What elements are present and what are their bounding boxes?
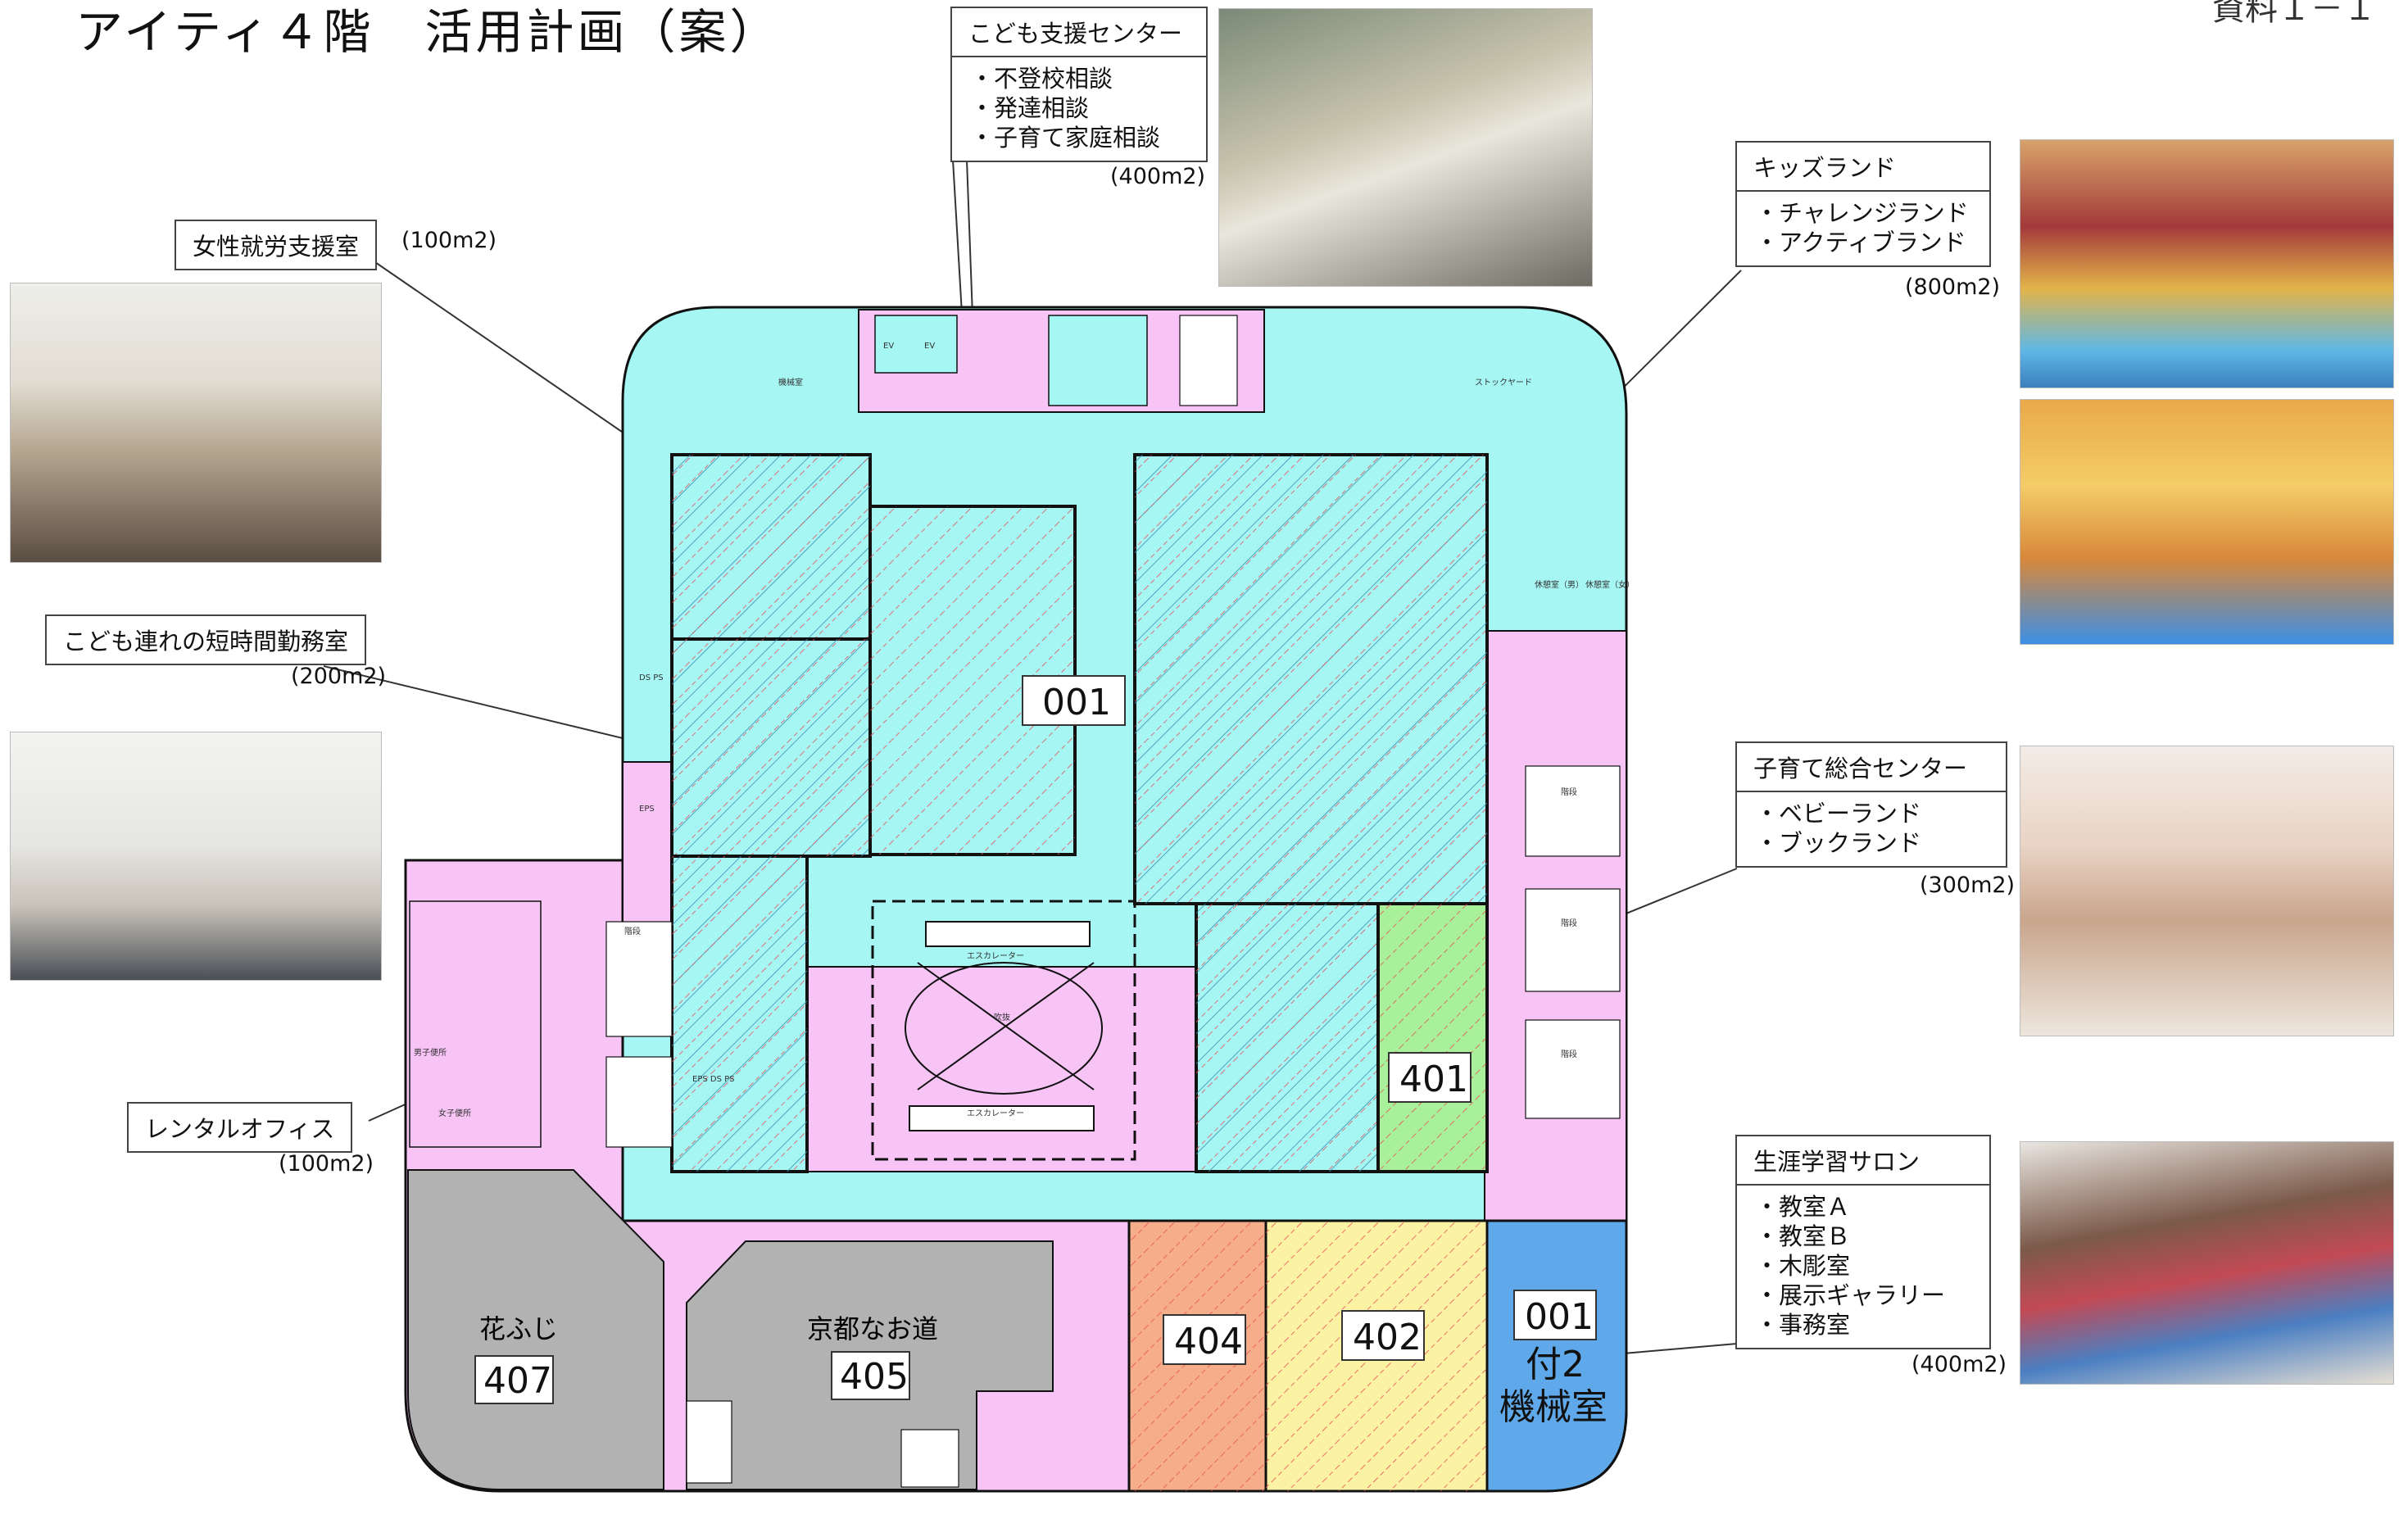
callout-kodomo-shien-item: ・子育て家庭相談 bbox=[970, 124, 1161, 152]
room-001-machine-number: 001 bbox=[1525, 1296, 1594, 1338]
hatched-rooms bbox=[670, 453, 1489, 1173]
photo-kosodate bbox=[2020, 746, 2394, 1036]
callout-shogai-area: (400m2) bbox=[1911, 1352, 2007, 1377]
callout-kosodate-name: 子育て総合センター bbox=[1737, 743, 2006, 792]
callout-shogai-item: ・教室Ｂ bbox=[1755, 1222, 1851, 1250]
room-001-machine bbox=[1485, 1219, 1628, 1493]
photo-kids-1 bbox=[2020, 139, 2394, 388]
label-eps: EPS bbox=[639, 805, 655, 814]
label-joshi: 女子便所 bbox=[438, 1108, 471, 1118]
callout-kodomo-shien-name: こども支援センター bbox=[952, 8, 1206, 57]
label-ev-1: EV bbox=[883, 342, 894, 351]
label-kyukei-f: 休憩室（女） bbox=[1585, 579, 1635, 590]
callout-rental-area: (100m2) bbox=[279, 1151, 374, 1177]
callout-shogai-item: ・展示ギャラリー bbox=[1755, 1281, 1946, 1309]
label-stockyard: ストックヤード bbox=[1475, 378, 1532, 388]
callout-kodomo-shien-item: ・不登校相談 bbox=[970, 65, 1113, 93]
label-ev-2: EV bbox=[924, 342, 935, 351]
document-reference: 資料１－１ bbox=[2212, 0, 2376, 28]
callout-shogai-name: 生涯学習サロン bbox=[1737, 1136, 1989, 1186]
callout-kodomozure-name: こども連れの短時間勤務室 bbox=[63, 628, 349, 655]
label-kyukei-m: 休憩室（男） bbox=[1535, 579, 1584, 590]
page-title: アイティ４階 活用計画（案） bbox=[75, 4, 781, 60]
callout-josei: 女性就労支援室 bbox=[175, 220, 378, 270]
callout-kodomo-shien-area: (400m2) bbox=[1110, 164, 1206, 189]
stairs bbox=[605, 315, 1621, 1488]
callout-kids-name: キッズランド bbox=[1737, 143, 1989, 192]
callout-kids-area: (800m2) bbox=[1905, 274, 2001, 300]
room-405-name: 京都なお道 bbox=[807, 1313, 938, 1344]
callout-kids-item: ・アクティブランド bbox=[1755, 229, 1966, 256]
escalator-void bbox=[871, 900, 1136, 1161]
label-escalator-bottom: エスカレーター bbox=[967, 1109, 1024, 1118]
callout-kodomo-shien: こども支援センター ・不登校相談 ・発達相談 ・子育て家庭相談 bbox=[950, 7, 1208, 162]
callout-shogai-item: ・木彫室 bbox=[1755, 1252, 1851, 1280]
callout-kosodate-area: (300m2) bbox=[1920, 873, 2016, 898]
callout-kosodate: 子育て総合センター ・ベビーランド ・ブックランド bbox=[1735, 741, 2007, 868]
callout-kosodate-item: ・ベビーランド bbox=[1755, 800, 1922, 827]
west-core bbox=[622, 761, 673, 927]
room-001-machine-line1: 付2 bbox=[1526, 1344, 1585, 1385]
room-407-name: 花ふじ bbox=[479, 1313, 558, 1344]
callout-josei-area: (100m2) bbox=[401, 228, 497, 253]
label-kaidan-2: 階段 bbox=[1561, 918, 1577, 928]
photo-kodomozure bbox=[10, 732, 382, 981]
room-001-number: 001 bbox=[1042, 682, 1111, 723]
room-402-number: 402 bbox=[1353, 1317, 1422, 1358]
callout-kids: キッズランド ・チャレンジランド ・アクティブランド bbox=[1735, 141, 1991, 267]
label-danshi: 男子便所 bbox=[414, 1047, 447, 1058]
callout-josei-name: 女性就労支援室 bbox=[193, 233, 360, 261]
photo-kodomo-shien bbox=[1218, 8, 1593, 287]
room-407 bbox=[407, 1169, 664, 1490]
callout-kodomozure-area: (200m2) bbox=[291, 664, 387, 689]
photo-josei bbox=[10, 283, 382, 563]
room-401-number: 401 bbox=[1399, 1059, 1468, 1100]
label-kaidan-3: 階段 bbox=[1561, 1049, 1577, 1059]
photo-kids-2 bbox=[2020, 399, 2394, 645]
callout-shogai-item: ・教室Ａ bbox=[1755, 1193, 1851, 1221]
room-001-machine-line2: 機械室 bbox=[1499, 1386, 1608, 1428]
callout-kodomo-shien-item: ・発達相談 bbox=[970, 94, 1090, 122]
callout-shogai: 生涯学習サロン ・教室Ａ ・教室Ｂ ・木彫室 ・展示ギャラリー ・事務室 bbox=[1735, 1135, 1991, 1349]
room-407-number: 407 bbox=[483, 1360, 552, 1402]
callout-rental-name: レンタルオフィス bbox=[145, 1115, 335, 1143]
callout-kosodate-item: ・ブックランド bbox=[1755, 829, 1922, 857]
callout-rental: レンタルオフィス bbox=[127, 1102, 353, 1153]
label-escalator-top: エスカレーター bbox=[967, 951, 1024, 961]
label-ds-ps: DS PS bbox=[639, 673, 664, 682]
label-kaidan-1: 階段 bbox=[1561, 787, 1577, 797]
central-hall bbox=[806, 966, 1197, 1172]
callout-kodomozure: こども連れの短時間勤務室 bbox=[45, 614, 367, 665]
label-eps-ds-ps: EPS DS PS bbox=[692, 1075, 734, 1084]
photo-shogai bbox=[2020, 1141, 2394, 1385]
restroom-block bbox=[409, 900, 542, 1148]
label-fukinuke: 吹抜 bbox=[994, 1012, 1010, 1022]
room-404-number: 404 bbox=[1174, 1321, 1243, 1363]
label-kaidan-4: 階段 bbox=[624, 926, 641, 936]
room-405-number: 405 bbox=[840, 1356, 909, 1398]
callout-kids-item: ・チャレンジランド bbox=[1755, 199, 1969, 227]
callout-shogai-item: ・事務室 bbox=[1755, 1311, 1851, 1339]
label-kikaishitsu: 機械室 bbox=[778, 377, 803, 388]
